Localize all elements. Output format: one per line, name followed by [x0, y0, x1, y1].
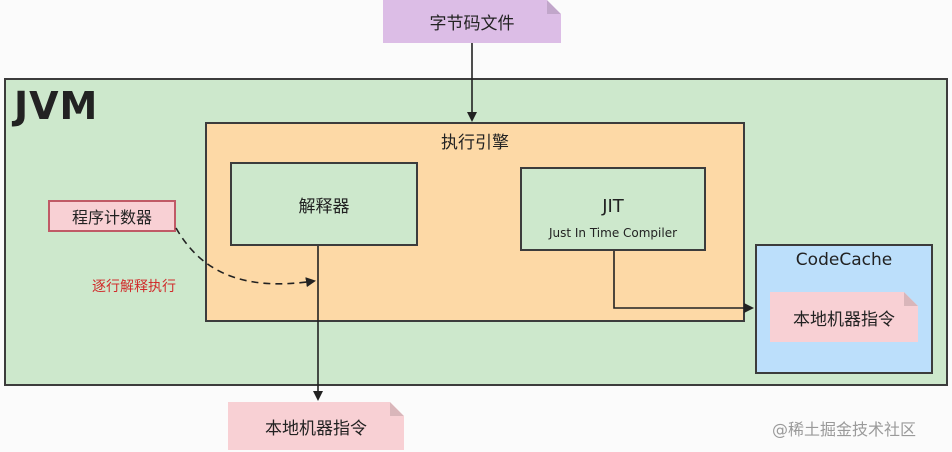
jit-compiler-box: [520, 167, 706, 251]
native-code-output-label: 本地机器指令: [265, 418, 367, 439]
jit-title: JIT: [602, 196, 624, 217]
interpreter-box: 解释器: [230, 162, 418, 246]
native-code-output-note: 本地机器指令: [228, 402, 404, 450]
interpreter-label: 解释器: [298, 196, 350, 217]
note-fold-corner: [390, 402, 404, 416]
program-counter-label: 程序计数器: [71, 208, 152, 227]
jit-subtitle: Just In Time Compiler: [548, 226, 678, 240]
code-cache-label: CodeCache: [795, 250, 893, 270]
native-code-cache-note: 本地机器指令: [770, 292, 918, 342]
bytecode-file-label: 字节码文件: [429, 14, 515, 34]
watermark: @稀土掘金技术社区: [772, 420, 917, 439]
bytecode-file-note: 字节码文件: [383, 0, 561, 43]
program-counter-box: 程序计数器: [48, 200, 176, 232]
jvm-label: JVM: [14, 84, 99, 128]
interpret-line-annotation: 逐行解释执行: [92, 279, 176, 295]
execution-engine-label: 执行引擎: [441, 133, 509, 153]
note-fold-corner: [547, 0, 561, 14]
native-code-cache-label: 本地机器指令: [793, 309, 895, 330]
